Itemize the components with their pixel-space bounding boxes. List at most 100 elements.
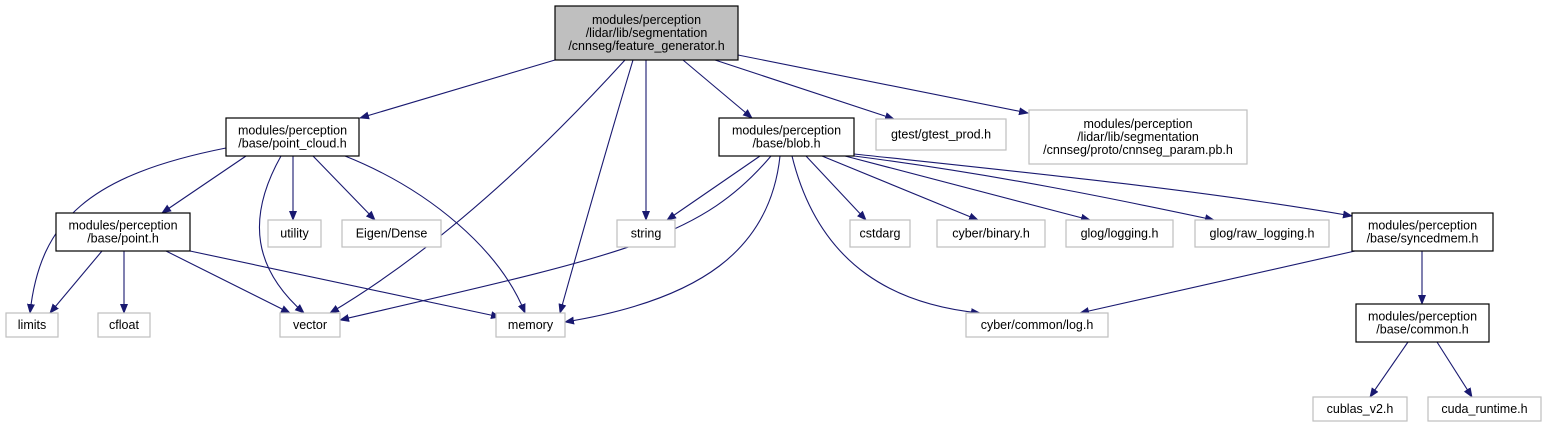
node-glog-logging: glog/logging.h (1065, 219, 1174, 248)
node-label-line: cfloat (109, 318, 139, 332)
node-utility: utility (267, 219, 322, 248)
node-box (279, 312, 341, 338)
node-box (1351, 212, 1494, 252)
edge-point-to-memory (189, 250, 501, 320)
node-box (1355, 303, 1490, 343)
edge-point-cloud-to-memory (344, 155, 526, 314)
node-point[interactable]: modules/perception/base/point.h (55, 212, 191, 252)
node-label-line: /lidar/lib/segmentation (586, 26, 708, 40)
node-box (849, 219, 911, 248)
node-string: string (616, 219, 676, 248)
node-box (554, 5, 739, 61)
node-label-line: cuda_runtime.h (1441, 402, 1527, 416)
node-label-line: /base/point.h (87, 232, 159, 246)
edge-syncedmem-to-cyber-common-log (1079, 250, 1356, 315)
node-syncedmem[interactable]: modules/perception/base/syncedmem.h (1351, 212, 1494, 252)
edge-feature-generator-to-memory (558, 59, 634, 314)
node-label-line: memory (508, 318, 554, 332)
node-box (341, 219, 442, 248)
edge-feature-generator-to-vector (329, 59, 626, 314)
edge-blob-to-memory (564, 155, 781, 325)
node-box (1427, 396, 1542, 422)
edge-point-to-vector (165, 250, 291, 314)
node-label-line: /lidar/lib/segmentation (1077, 130, 1199, 144)
node-box (1028, 109, 1248, 165)
node-common[interactable]: modules/perception/base/common.h (1355, 303, 1490, 343)
edge-point-cloud-to-limits (26, 147, 227, 314)
edge-blob-to-cstdarg (805, 155, 867, 221)
node-label-line: gtest/gtest_prod.h (891, 128, 991, 142)
node-label-line: vector (293, 318, 327, 332)
node-box (97, 312, 151, 338)
edge-point-to-limits (49, 250, 103, 314)
node-label-line: modules/perception (1368, 219, 1477, 233)
node-label-line: utility (280, 227, 309, 241)
node-box (616, 219, 676, 248)
node-blob[interactable]: modules/perception/base/blob.h (718, 117, 855, 157)
edge-common-to-cublas-v2 (1369, 341, 1409, 398)
node-point-cloud[interactable]: modules/perception/base/point_cloud.h (225, 117, 360, 157)
node-glog-raw-logging: glog/raw_logging.h (1194, 219, 1330, 248)
node-cublas-v2: cublas_v2.h (1312, 396, 1408, 422)
node-label-line: /base/blob.h (752, 137, 820, 151)
node-label-line: limits (18, 318, 46, 332)
node-label-line: Eigen/Dense (356, 227, 428, 241)
node-label-line: cyber/binary.h (952, 227, 1030, 241)
edges-layer (26, 54, 1473, 398)
node-box (1194, 219, 1330, 248)
node-label-line: cublas_v2.h (1327, 402, 1394, 416)
node-cstdarg: cstdarg (849, 219, 911, 248)
edge-common-to-cuda-runtime (1436, 341, 1473, 398)
node-vector: vector (279, 312, 341, 338)
edge-blob-to-glog-logging (844, 155, 1091, 222)
node-label-line: modules/perception (592, 13, 701, 27)
node-box (5, 312, 59, 338)
node-label-line: string (631, 227, 662, 241)
node-label-line: glog/logging.h (1081, 227, 1159, 241)
node-box (55, 212, 191, 252)
node-gtest-prod: gtest/gtest_prod.h (875, 118, 1007, 151)
node-label-line: /cnnseg/proto/cnnseg_param.pb.h (1043, 143, 1233, 157)
node-memory: memory (495, 312, 566, 338)
edge-blob-to-cyber-common-log (791, 155, 981, 317)
node-cfloat: cfloat (97, 312, 151, 338)
node-cuda-runtime: cuda_runtime.h (1427, 396, 1542, 422)
node-label-line: cyber/common/log.h (981, 318, 1094, 332)
node-label-line: modules/perception (1368, 310, 1477, 324)
edge-point-cloud-to-vector (258, 155, 305, 314)
edge-blob-to-cyber-binary (821, 155, 979, 221)
node-label-line: /cnnseg/feature_generator.h (568, 39, 724, 53)
node-limits: limits (5, 312, 59, 338)
edge-point-cloud-to-point (161, 155, 247, 214)
node-box (267, 219, 322, 248)
edge-blob-to-string (666, 155, 761, 221)
node-label-line: modules/perception (732, 124, 841, 138)
node-box (225, 117, 360, 157)
node-box (965, 312, 1109, 338)
node-box (495, 312, 566, 338)
node-label-line: cstdarg (860, 227, 901, 241)
nodes-layer: modules/perception/lidar/lib/segmentatio… (5, 5, 1542, 422)
node-box (936, 219, 1046, 248)
edge-blob-to-syncedmem (853, 153, 1353, 219)
node-feature-generator[interactable]: modules/perception/lidar/lib/segmentatio… (554, 5, 739, 61)
node-cyber-common-log: cyber/common/log.h (965, 312, 1109, 338)
node-cyber-binary: cyber/binary.h (936, 219, 1046, 248)
edge-feature-generator-to-blob (682, 59, 753, 119)
node-label-line: modules/perception (68, 219, 177, 233)
node-box (718, 117, 855, 157)
node-box (1312, 396, 1408, 422)
edge-point-cloud-to-eigen-dense (312, 155, 376, 221)
node-box (1065, 219, 1174, 248)
node-box (875, 118, 1007, 151)
node-label-line: /base/common.h (1376, 323, 1468, 337)
edge-blob-to-glog-raw-logging (853, 155, 1215, 223)
node-label-line: /base/syncedmem.h (1367, 232, 1479, 246)
node-eigen-dense: Eigen/Dense (341, 219, 442, 248)
node-label-line: modules/perception (238, 124, 347, 138)
edge-feature-generator-to-gtest-prod (714, 59, 895, 120)
edge-feature-generator-to-point-cloud (359, 59, 556, 120)
edge-feature-generator-to-cnnseg-param (737, 54, 1029, 116)
node-label-line: /base/point_cloud.h (238, 137, 346, 151)
